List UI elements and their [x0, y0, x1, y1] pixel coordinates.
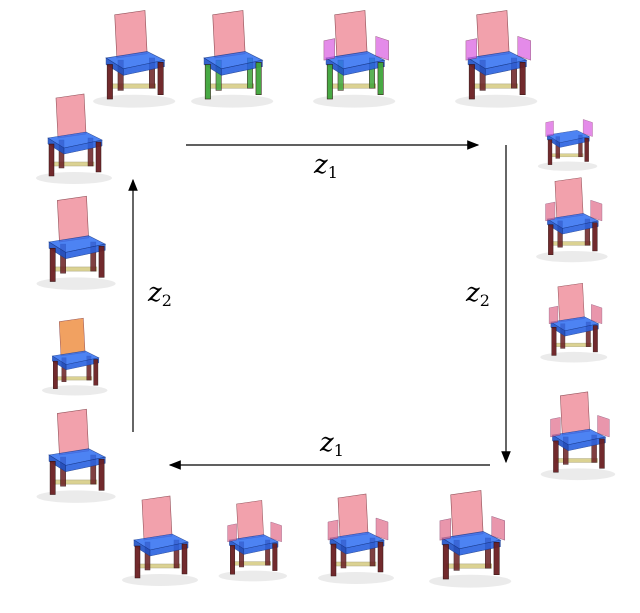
label-right-sub: 2	[479, 291, 490, 310]
chair-drawing	[537, 119, 598, 171]
chair-drawing	[536, 177, 608, 263]
chair-right-4	[524, 386, 628, 484]
label-right-var: z	[466, 278, 480, 308]
chair-top-4	[440, 4, 548, 112]
chair-left-4	[22, 400, 126, 510]
chair-drawing	[36, 195, 116, 290]
chair-left-3	[30, 310, 116, 402]
chair-drawing	[540, 282, 608, 363]
chair-drawing	[191, 10, 274, 108]
chair-right-2	[518, 172, 622, 266]
label-bottom-var: z	[320, 428, 334, 458]
chair-drawing	[42, 317, 108, 396]
label-right-z2: z2	[466, 280, 490, 309]
chair-bottom-2	[206, 484, 296, 596]
chair-bottom-1	[108, 484, 208, 596]
label-left-var: z	[148, 278, 162, 308]
chair-right-1	[520, 96, 612, 174]
chair-left-1	[20, 88, 124, 188]
chair-drawing	[93, 10, 176, 108]
chair-top-2	[176, 4, 284, 112]
chair-drawing	[313, 10, 396, 108]
chair-drawing	[455, 10, 538, 108]
label-bottom-z1: z1	[320, 430, 344, 459]
chair-drawing	[36, 93, 112, 184]
chair-drawing	[540, 391, 616, 481]
label-top-sub: 1	[327, 163, 338, 182]
label-left-z2: z2	[148, 280, 172, 309]
chair-right-3	[528, 278, 616, 366]
label-bottom-sub: 1	[333, 441, 344, 460]
chair-top-3	[298, 4, 406, 112]
label-top-z1: z1	[314, 152, 338, 181]
chair-drawing	[36, 408, 116, 503]
chair-drawing	[122, 495, 198, 586]
label-left-sub: 2	[161, 291, 172, 310]
chair-drawing	[218, 500, 287, 582]
chair-drawing	[318, 493, 394, 584]
chair-drawing	[429, 490, 512, 588]
chair-bottom-3	[304, 478, 404, 598]
chair-left-2	[22, 186, 126, 298]
chair-bottom-4	[414, 478, 522, 598]
chair-top-1	[78, 4, 186, 112]
label-top-var: z	[314, 150, 328, 180]
